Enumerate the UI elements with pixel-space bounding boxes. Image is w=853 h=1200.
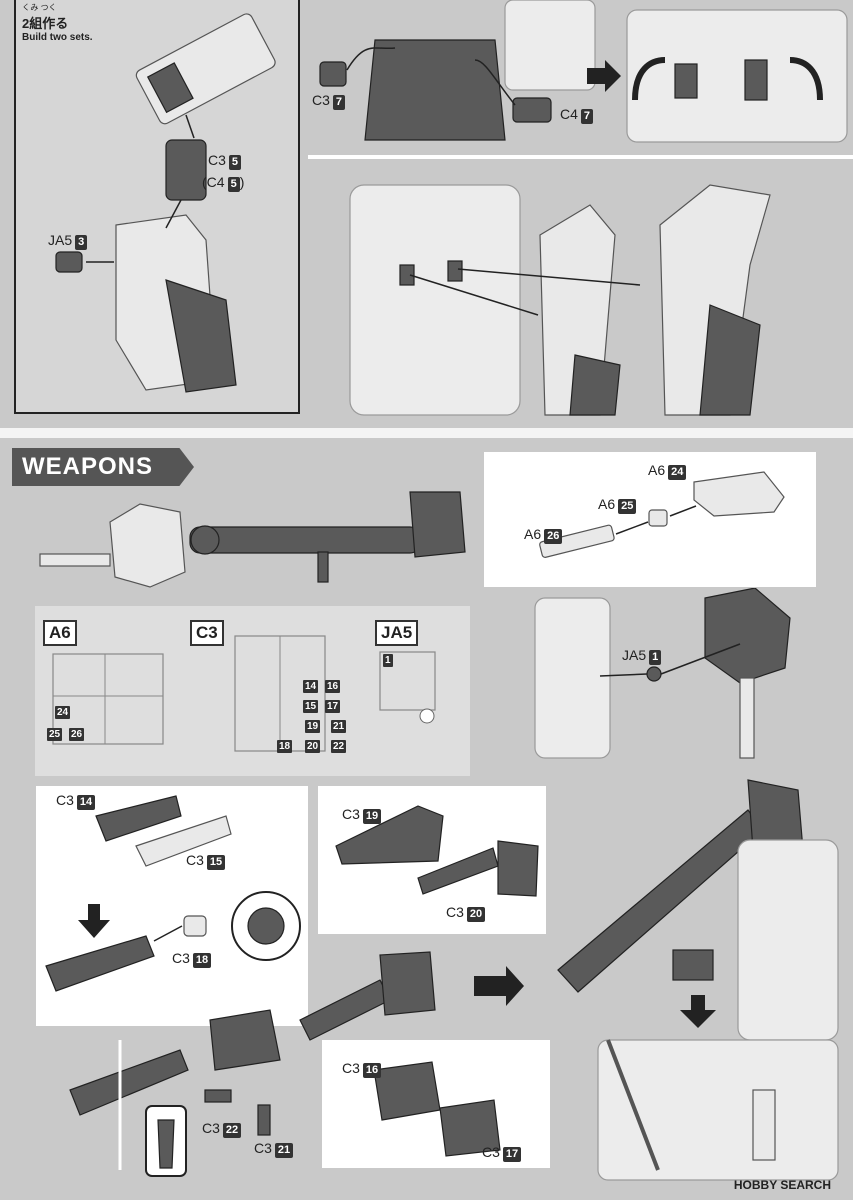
two-sets-subtitle: Build two sets.: [22, 32, 93, 43]
stock-drawing: [335, 805, 539, 897]
runner-a6: A6: [43, 620, 77, 646]
label-part: C3: [208, 152, 226, 168]
waist-diagram: [319, 0, 848, 143]
label-part: C3: [342, 806, 360, 822]
label-num: 5: [228, 155, 242, 170]
rifle-assembly-diagram: [69, 951, 524, 1177]
leg-armor-diagram: [55, 13, 276, 393]
two-sets-title: 2組作る: [22, 16, 69, 31]
label-part: JA5: [48, 232, 73, 248]
label-num: 15: [206, 855, 226, 870]
label-part: C3: [482, 1144, 500, 1160]
label-part: C3: [342, 1060, 360, 1076]
watermark: HOBBY SEARCH: [733, 1178, 831, 1192]
weapon-overview: [39, 491, 466, 588]
runner-num: 24: [55, 706, 71, 719]
runner-num: 1: [383, 654, 393, 667]
label-num: 14: [76, 795, 96, 810]
barrel-assembly-drawing: [539, 471, 785, 558]
runner-num: 15: [303, 700, 319, 713]
divider: [308, 155, 853, 159]
weapons-title: WEAPONS: [12, 448, 194, 486]
runner-num: 20: [305, 740, 321, 753]
label-part: C3: [312, 92, 330, 108]
label-part: C3: [186, 852, 204, 868]
label-num: 16: [362, 1063, 382, 1078]
label-part: JA5: [622, 647, 647, 663]
runner-num: 18: [277, 740, 293, 753]
label-num: 3: [75, 235, 88, 250]
label-part: C3: [446, 904, 464, 920]
label-num: 1: [649, 650, 662, 665]
runner-num: 21: [331, 720, 347, 733]
label-part: (C4: [202, 174, 225, 190]
runner-num: 19: [305, 720, 321, 733]
label-part: C3: [172, 950, 190, 966]
runner-num: 22: [331, 740, 347, 753]
runner-num: 26: [69, 728, 85, 741]
label-num: 7: [332, 95, 346, 110]
two-sets-header: くみ つく 2組作る Build two sets.: [22, 2, 93, 43]
runner-num: 25: [47, 728, 63, 741]
label-num: 5: [227, 177, 240, 192]
runner-frames: [52, 635, 436, 752]
arm-weapon-diagram: [534, 588, 791, 759]
label-num: 7: [580, 109, 594, 124]
label-part: C3: [202, 1120, 220, 1136]
label-num: 19: [362, 809, 382, 824]
runner-ja5: JA5: [375, 620, 419, 646]
label-part: A6: [598, 496, 616, 512]
label-part: A6: [524, 526, 542, 542]
runner-c3: C3: [190, 620, 224, 646]
leg-attach-diagram: [349, 184, 771, 416]
barrel-halves-drawing: [45, 795, 301, 992]
runner-map: A6 C3 JA5 24 25 26 14 16 15 17 19 21 18 …: [35, 606, 470, 776]
final-rifle-diagram: [557, 779, 839, 1181]
furigana: くみ つく: [22, 3, 57, 12]
label-close: ): [239, 174, 245, 190]
label-part: C4: [560, 106, 578, 122]
label-num: 18: [192, 953, 212, 968]
label-num: 21: [274, 1143, 294, 1158]
label-num: 17: [502, 1147, 522, 1162]
label-num: 26: [544, 529, 563, 544]
runner-num: 14: [303, 680, 319, 693]
label-num: 25: [618, 499, 637, 514]
label-part: A6: [648, 462, 666, 478]
label-num: 22: [222, 1123, 242, 1138]
handle-drawing: [373, 1061, 501, 1157]
label-part: C3: [56, 792, 74, 808]
label-num: 24: [668, 465, 687, 480]
runner-num: 17: [325, 700, 341, 713]
runner-num: 16: [325, 680, 341, 693]
label-num: 20: [466, 907, 486, 922]
label-part: C3: [254, 1140, 272, 1156]
